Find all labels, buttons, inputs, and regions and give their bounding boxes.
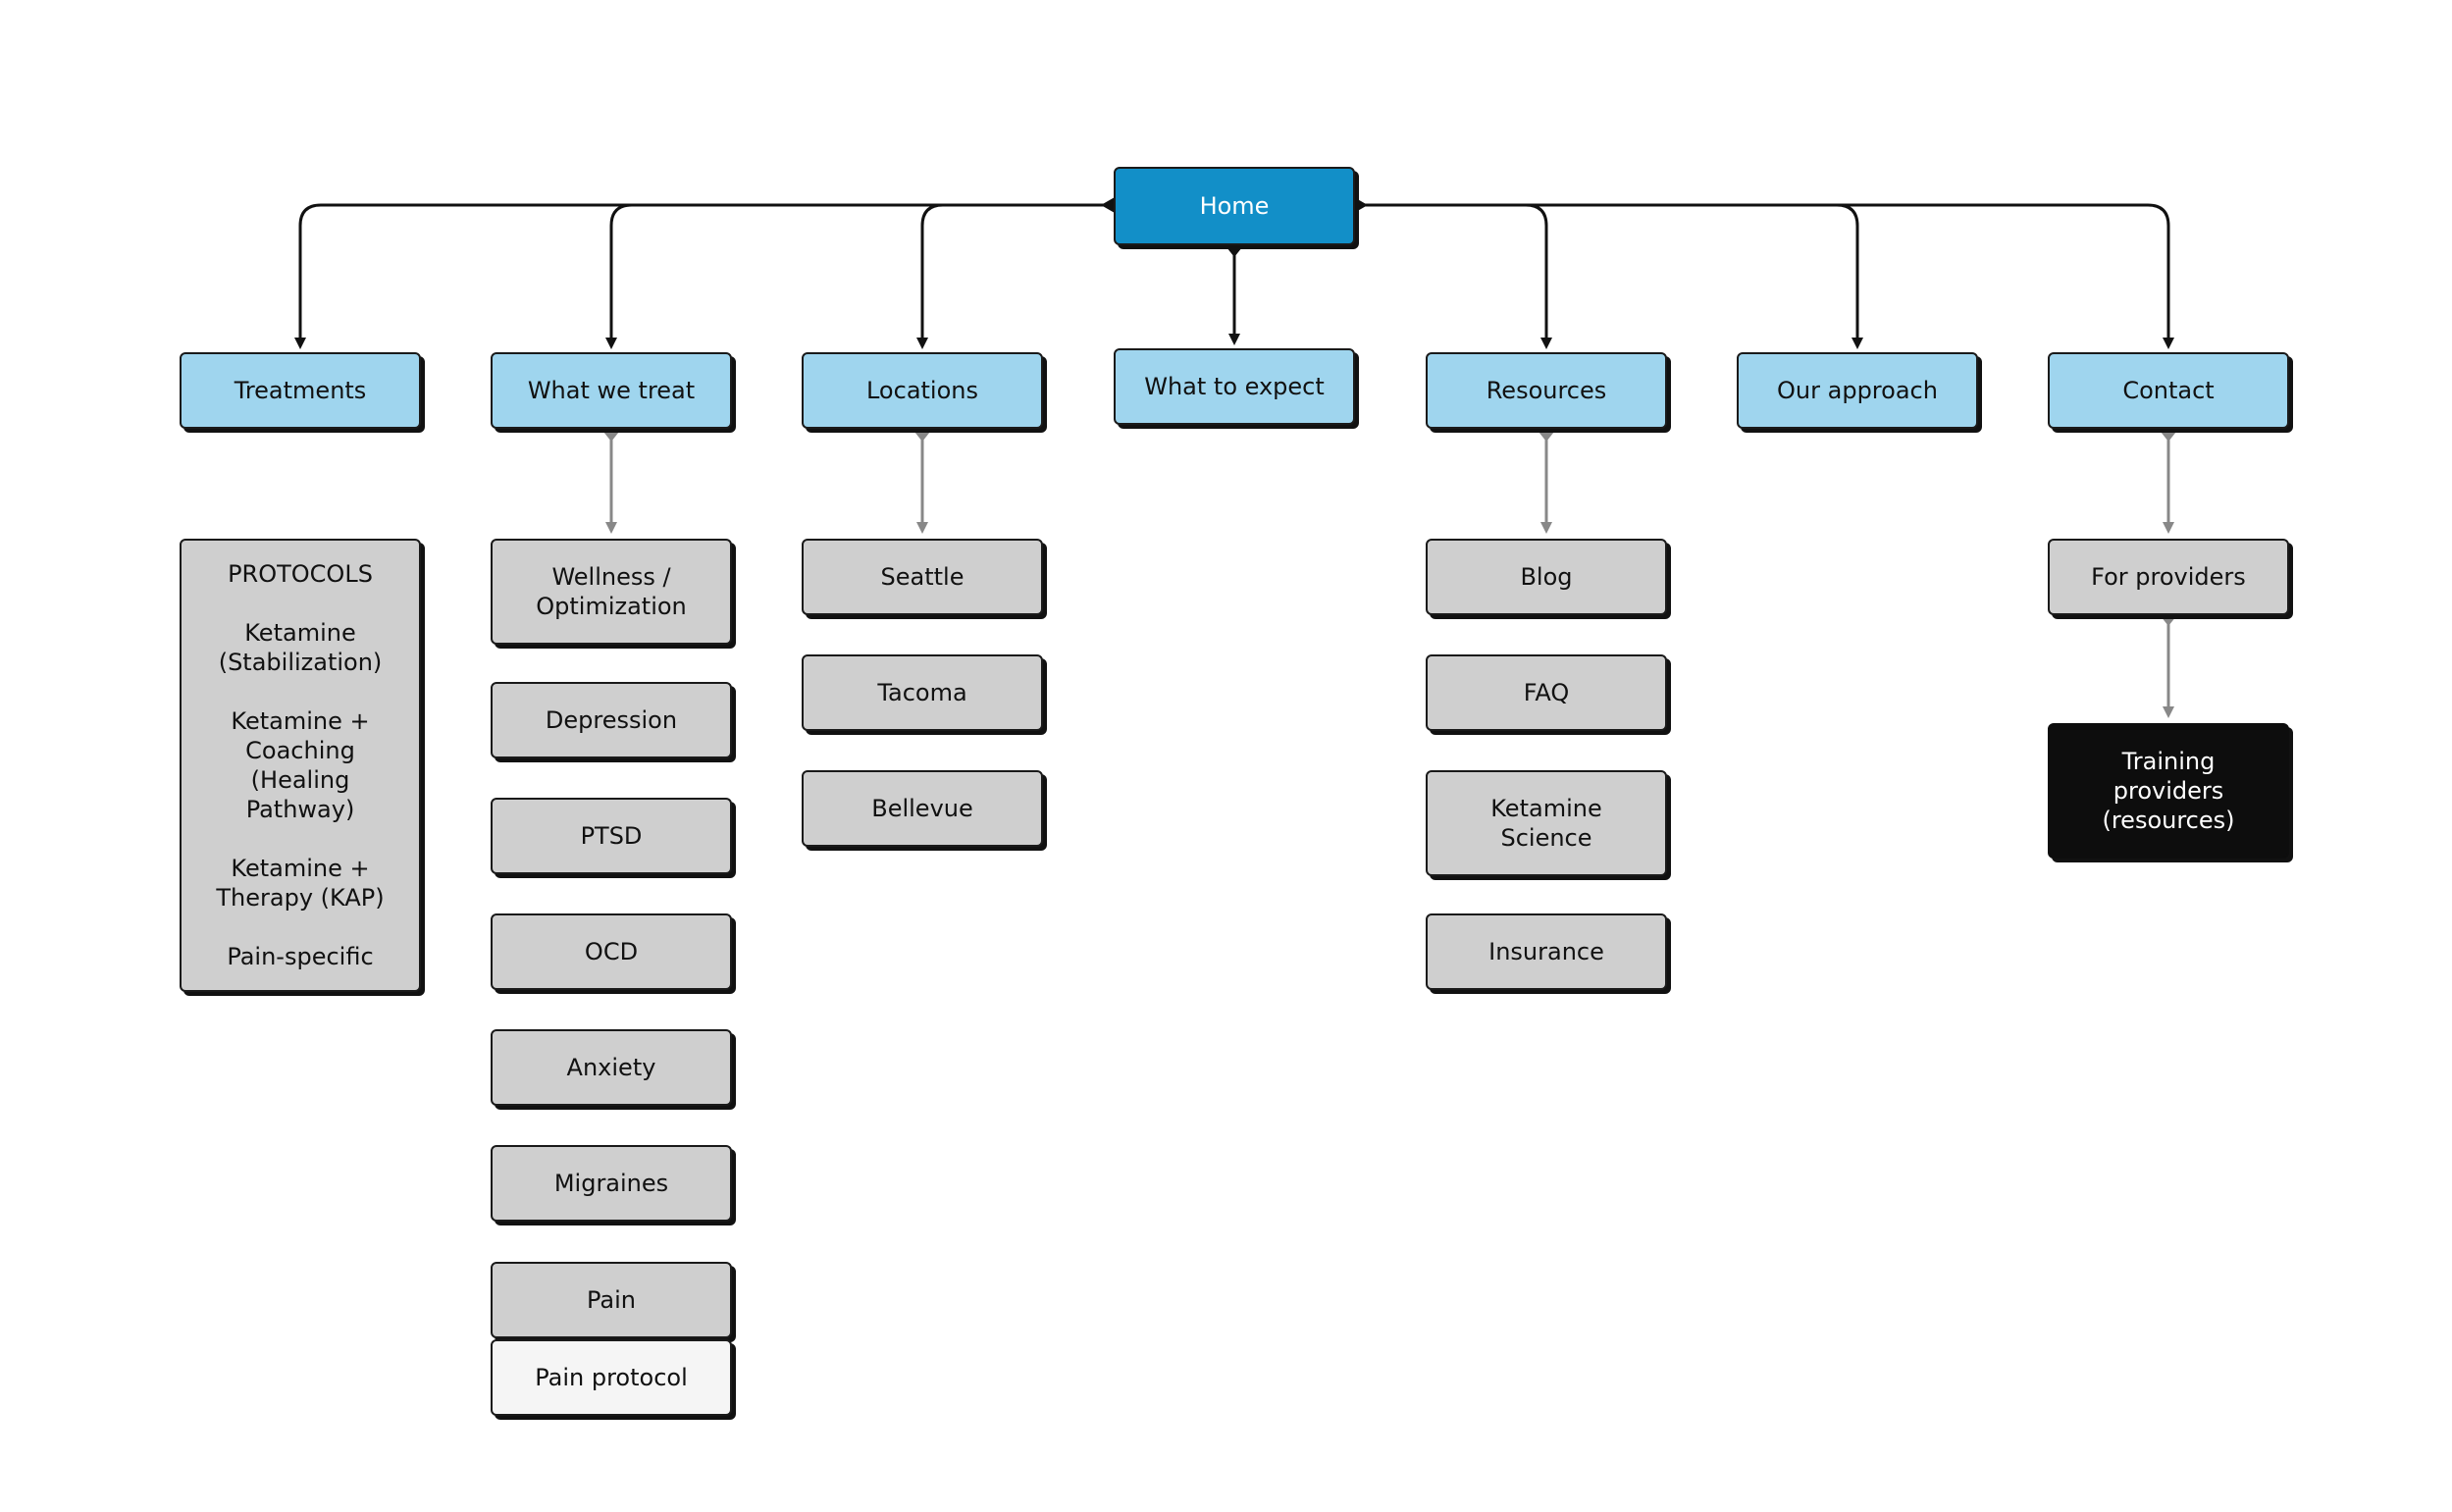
protocol-item-line: Therapy (KAP) (216, 884, 385, 912)
connector-junctions (1101, 197, 1368, 257)
locations-node[interactable]: Locations (802, 352, 1043, 429)
anxiety-node[interactable]: Anxiety (491, 1029, 732, 1106)
secondary-connector-starts (603, 432, 2176, 626)
protocol-item-line: Coaching (245, 737, 355, 764)
ptsd-label: PTSD (580, 822, 643, 850)
faq-label: FAQ (1523, 679, 1570, 706)
pain-node[interactable]: Pain (491, 1262, 732, 1338)
resources-line: (resources) (2102, 807, 2235, 834)
protocols-node[interactable]: PROTOCOLS Ketamine (Stabilization) Ketam… (180, 539, 421, 992)
bellevue-node[interactable]: Bellevue (802, 770, 1043, 847)
migraines-label: Migraines (553, 1170, 669, 1197)
tacoma-label: Tacoma (877, 679, 967, 706)
protocol-item-line: (Healing (250, 766, 350, 794)
training-line: Training (2121, 748, 2216, 775)
seattle-node[interactable]: Seattle (802, 539, 1043, 615)
wellness-line: Wellness / (551, 563, 671, 591)
training-providers-node[interactable]: Training providers (resources) (2048, 723, 2289, 859)
connector-home-locations (916, 203, 1119, 349)
protocol-item-line: (Stabilization) (218, 649, 383, 676)
insurance-label: Insurance (1488, 938, 1604, 965)
insurance-node[interactable]: Insurance (1426, 913, 1667, 990)
bellevue-label: Bellevue (871, 795, 973, 822)
pain-protocol-label: Pain protocol (535, 1364, 688, 1391)
for-providers-label: For providers (2091, 563, 2246, 591)
our-approach-node[interactable]: Our approach (1737, 352, 1978, 429)
contact-label: Contact (2122, 377, 2215, 404)
resources-node[interactable]: Resources (1426, 352, 1667, 429)
anxiety-label: Anxiety (566, 1054, 656, 1081)
ptsd-node[interactable]: PTSD (491, 798, 732, 874)
connector-home-contact (1350, 203, 2174, 349)
pain-protocol-node[interactable]: Pain protocol (491, 1339, 732, 1416)
connector-home-treatments (294, 203, 1119, 349)
seattle-label: Seattle (880, 563, 965, 591)
protocols-heading: PROTOCOLS (228, 560, 373, 588)
treatments-node[interactable]: Treatments (180, 352, 421, 429)
protocol-item-line: Ketamine (244, 619, 356, 647)
migraines-node[interactable]: Migraines (491, 1145, 732, 1222)
resources-label: Resources (1486, 377, 1607, 404)
tacoma-node[interactable]: Tacoma (802, 654, 1043, 731)
home-label: Home (1199, 192, 1270, 220)
ketamine-line: Ketamine (1490, 795, 1602, 822)
connector-home-resources (1350, 203, 1552, 349)
what-we-treat-node[interactable]: What we treat (491, 352, 732, 429)
connector-home-our-approach (1350, 203, 1863, 349)
protocol-item-line: Ketamine + (231, 707, 370, 735)
contact-node[interactable]: Contact (2048, 352, 2289, 429)
providers-line: providers (2113, 777, 2224, 805)
faq-node[interactable]: FAQ (1426, 654, 1667, 731)
ocd-node[interactable]: OCD (491, 913, 732, 990)
what-we-treat-label: What we treat (527, 377, 696, 404)
depression-node[interactable]: Depression (491, 682, 732, 758)
for-providers-node[interactable]: For providers (2048, 539, 2289, 615)
ketamine-science-node[interactable]: Ketamine Science (1426, 770, 1667, 876)
blog-label: Blog (1520, 563, 1573, 591)
protocol-item-line: Pathway) (245, 796, 355, 823)
optimization-line: Optimization (536, 593, 687, 620)
protocol-item-line: Ketamine + (231, 855, 370, 882)
what-to-expect-node[interactable]: What to expect (1114, 348, 1355, 425)
our-approach-label: Our approach (1777, 377, 1938, 404)
science-line: Science (1500, 824, 1592, 852)
home-node[interactable]: Home (1114, 167, 1355, 245)
protocol-item-line: Pain-specific (227, 943, 374, 970)
wellness-optimization-node[interactable]: Wellness / Optimization (491, 539, 732, 645)
what-to-expect-label: What to expect (1144, 373, 1325, 400)
blog-node[interactable]: Blog (1426, 539, 1667, 615)
depression-label: Depression (545, 706, 678, 734)
locations-label: Locations (865, 377, 978, 404)
connector-home-what-we-treat (605, 203, 1119, 349)
treatments-label: Treatments (234, 377, 367, 404)
ocd-label: OCD (584, 938, 639, 965)
pain-label: Pain (587, 1286, 636, 1314)
